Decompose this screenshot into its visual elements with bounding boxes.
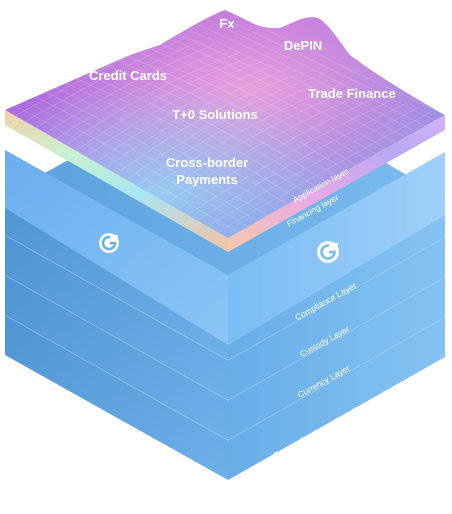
mesh-line: [156, 87, 355, 198]
mesh-line: [124, 55, 347, 172]
slab-left-face: [5, 315, 228, 480]
mesh-line: [54, 87, 278, 211]
slab-right-face: [228, 317, 445, 480]
mesh-line: [126, 76, 316, 181]
mesh-line: [214, 14, 436, 121]
mesh-line: [197, 103, 407, 221]
terrain-mesh-grid: [5, 10, 445, 238]
mesh-line: [34, 96, 258, 222]
mesh-line: [164, 36, 386, 149]
mesh-line: [184, 27, 406, 138]
label-cross-border-line2: Payments: [176, 172, 237, 187]
mesh-line: [84, 73, 308, 194]
mesh-line: [74, 77, 298, 200]
slab-right-face: [228, 237, 445, 400]
g-circle-logo-icon: [317, 241, 339, 263]
mesh-line: [104, 64, 327, 183]
mesh-line: [64, 82, 288, 205]
mesh-line: [167, 91, 368, 204]
slab-right-face: [228, 277, 445, 440]
mesh-line: [25, 37, 187, 122]
mesh-line: [14, 105, 239, 233]
mesh-line: [207, 107, 420, 227]
mesh-line: [146, 83, 342, 192]
slab-left-face: [5, 235, 228, 400]
top-surface-labels: Fx DePIN Credit Cards Trade Finance T+0 …: [89, 16, 396, 187]
mesh-line: [45, 45, 212, 134]
mesh-line: [224, 10, 445, 116]
application-left-edge: [5, 110, 228, 252]
mesh-line: [174, 32, 396, 144]
slab-left-face: [5, 275, 228, 440]
label-depin: DePIN: [284, 38, 322, 53]
label-cross-border-line1: Cross-border: [166, 155, 248, 170]
mesh-line: [134, 50, 357, 166]
mesh-line: [55, 49, 225, 140]
financing-block: [5, 150, 445, 345]
mesh-line: [194, 23, 416, 133]
mesh-line: [177, 95, 381, 210]
g-circle-logo-icon: [99, 233, 119, 253]
mesh-line: [75, 56, 251, 151]
mesh-line: [106, 68, 290, 169]
mesh-line: [35, 41, 199, 128]
mesh-line: [204, 18, 426, 127]
mesh-line: [114, 59, 337, 177]
mesh-line: [136, 79, 329, 186]
label-fx: Fx: [219, 16, 235, 31]
mesh-line: [85, 60, 264, 157]
mesh-line: [44, 91, 268, 216]
mesh-line: [154, 41, 377, 155]
mesh-line: [144, 46, 367, 160]
mesh-line: [217, 110, 433, 233]
mesh-line: [24, 100, 248, 228]
mesh-line: [94, 68, 317, 188]
label-t0-solutions: T+0 Solutions: [172, 107, 258, 122]
mesh-line: [65, 52, 238, 146]
application-right-edge: [228, 115, 445, 252]
mesh-line: [96, 64, 277, 163]
label-trade-finance: Trade Finance: [308, 86, 395, 101]
mesh-line: [187, 99, 394, 215]
label-credit-cards: Credit Cards: [89, 68, 167, 83]
mesh-line: [227, 114, 445, 238]
mesh-line: [116, 72, 303, 175]
